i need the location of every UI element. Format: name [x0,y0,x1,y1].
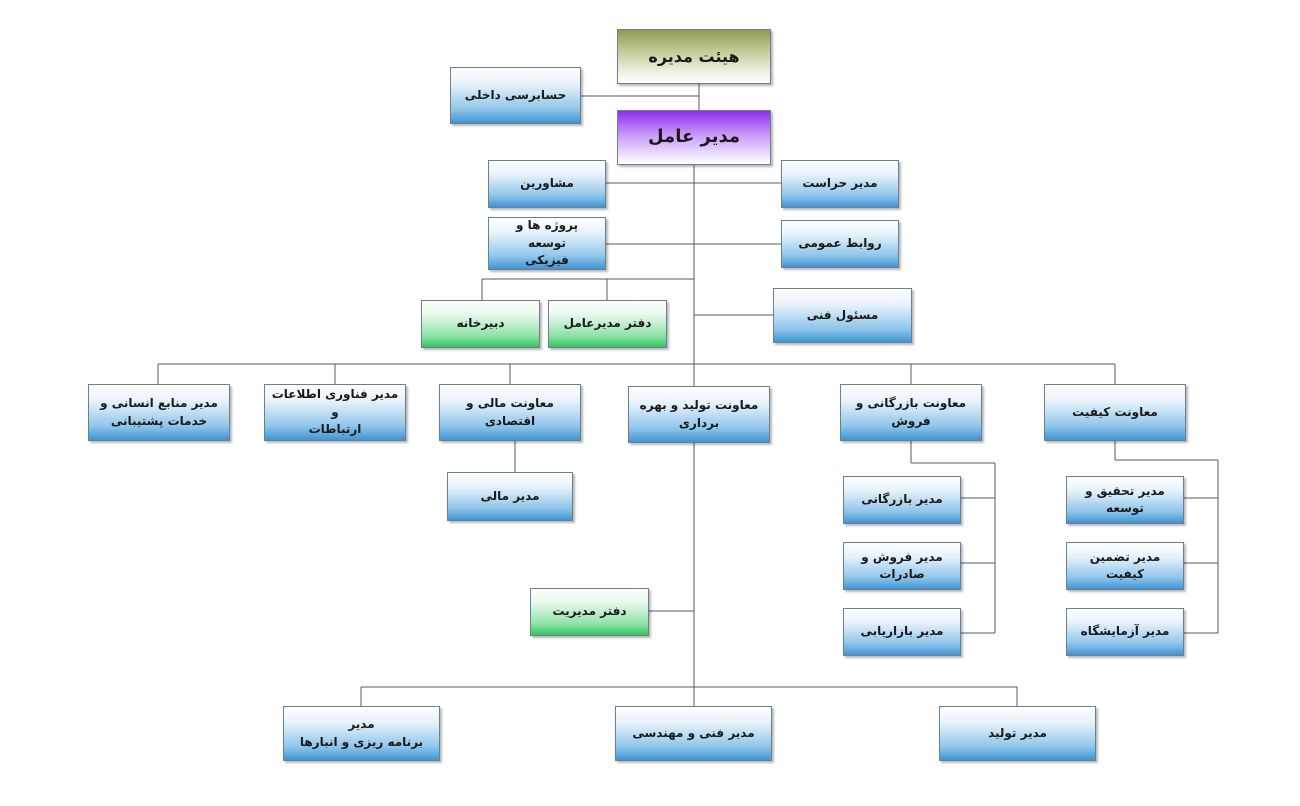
technical-officer-box[interactable]: مسئول فنی [773,288,912,343]
sales-export-manager-box[interactable]: مدیر فروش و صادرات [843,542,961,590]
secretariat-box[interactable]: دبیرخانه [421,300,540,348]
rnd-manager-box[interactable]: مدیر تحقیق و توسعه [1066,476,1184,524]
public-relations-box[interactable]: روابط عمومی [781,220,899,268]
ceo-office-box[interactable]: دفتر مدیرعامل [548,300,667,348]
quality-vp-box[interactable]: معاونت کیفیت [1044,384,1186,441]
advisors-box[interactable]: مشاورین [488,160,606,208]
security-manager-box[interactable]: مدیر حراست [781,160,899,208]
finance-vp-box[interactable]: معاونت مالی و اقتصادی [439,384,581,441]
ceo-box[interactable]: مدیر عامل [617,110,771,165]
marketing-manager-box[interactable]: مدیر بازاریابی [843,608,961,656]
commerce-manager-box[interactable]: مدیر بازرگانی [843,476,961,524]
planning-warehouse-manager-box[interactable]: مدیر برنامه ریزی و انبارها [283,706,440,761]
engineering-manager-box[interactable]: مدیر فنی و مهندسی [615,706,772,761]
commerce-vp-box[interactable]: معاونت بازرگانی و فروش [840,384,982,441]
projects-development-box[interactable]: پروژه ها و توسعه فیزیکی [488,217,606,270]
qa-manager-box[interactable]: مدیر تضمین کیفیت [1066,542,1184,590]
internal-audit-box[interactable]: حسابرسی داخلی [450,67,581,124]
lab-manager-box[interactable]: مدیر آزمایشگاه [1066,608,1184,656]
hr-manager-box[interactable]: مدیر منابع انسانی و خدمات پشتیبانی [88,384,230,441]
it-manager-box[interactable]: مدیر فناوری اطلاعات و ارتباطات [264,384,406,441]
board-of-directors-box[interactable]: هیئت مدیره [617,29,771,84]
production-manager-box[interactable]: مدیر تولید [939,706,1096,761]
management-office-box[interactable]: دفتر مدیریت [530,588,649,636]
production-vp-box[interactable]: معاونت تولید و بهره برداری [628,386,770,443]
finance-manager-box[interactable]: مدیر مالی [447,472,573,521]
